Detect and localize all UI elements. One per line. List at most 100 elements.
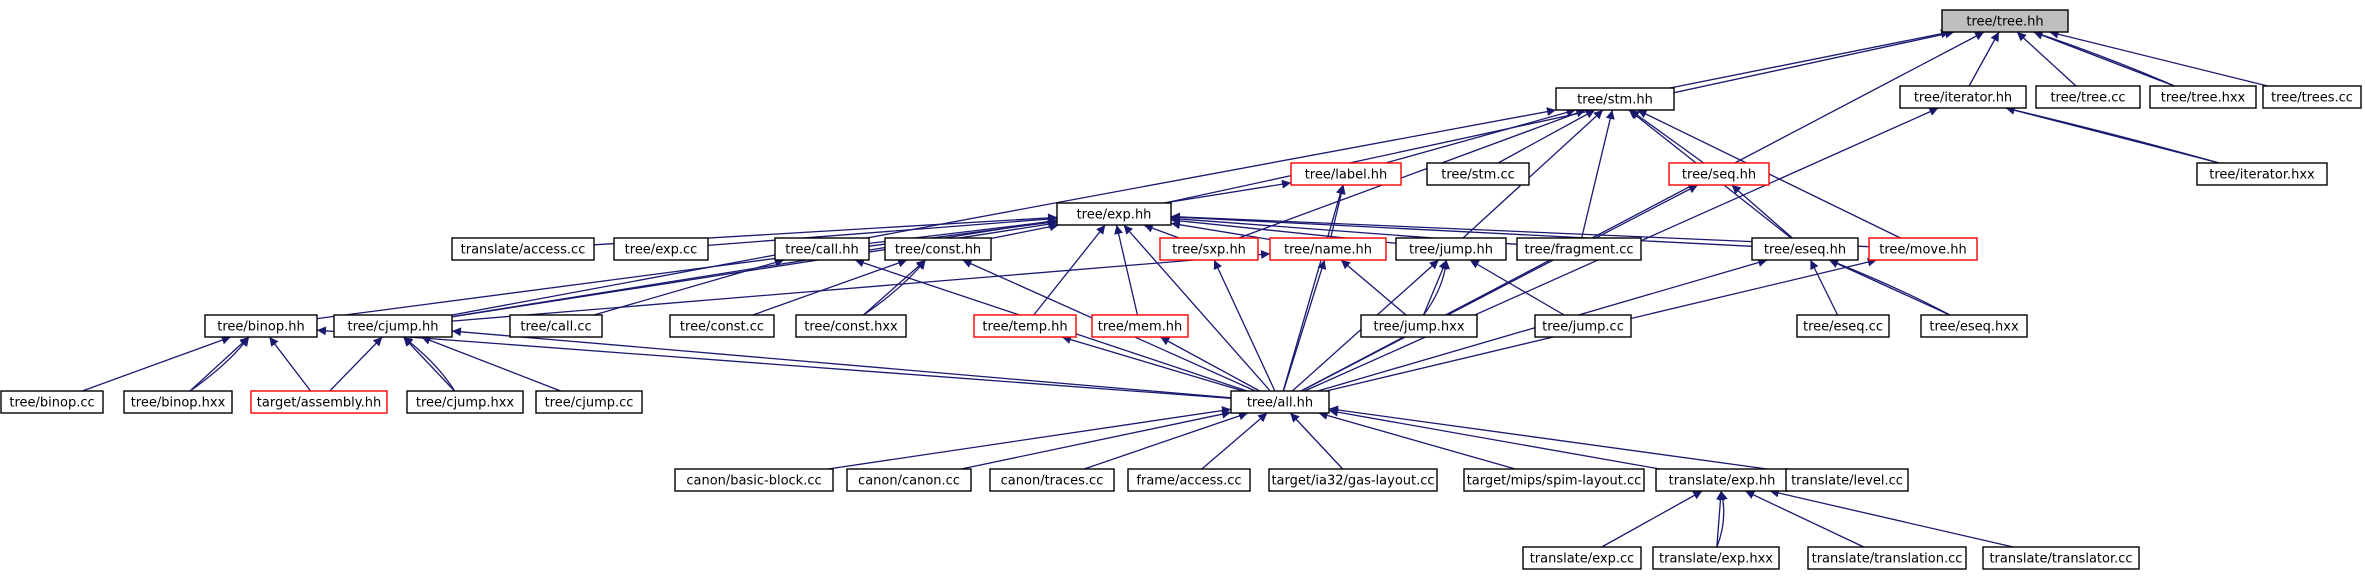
node-tree-sxp-hh[interactable]: tree/sxp.hh xyxy=(1159,237,1259,261)
node-tree-seq-hh[interactable]: tree/seq.hh xyxy=(1668,162,1770,186)
edge-tree_all_hh-to-tree_binop_hh xyxy=(316,326,1232,399)
node-label: tree/const.hh xyxy=(895,243,981,258)
node-canon-canon-cc[interactable]: canon/canon.cc xyxy=(846,468,972,492)
node-label: tree/name.hh xyxy=(1284,243,1372,258)
node-target-ia32-gas-layout-cc[interactable]: target/ia32/gas-layout.cc xyxy=(1268,468,1438,492)
node-tree-const-cc[interactable]: tree/const.cc xyxy=(669,314,775,338)
node-tree-jump-hh[interactable]: tree/jump.hh xyxy=(1395,237,1507,261)
node-tree-cjump-hh[interactable]: tree/cjump.hh xyxy=(333,314,453,338)
node-box xyxy=(884,237,992,261)
node-tree-const-hh[interactable]: tree/const.hh xyxy=(884,237,992,261)
node-label: tree/eseq.hh xyxy=(1764,243,1846,258)
edge-tree_all_hh-to-tree_name_hh xyxy=(1282,259,1327,392)
node-tree-binop-cc[interactable]: tree/binop.cc xyxy=(0,390,104,414)
node-box xyxy=(1941,9,2069,33)
node-target-mips-spim-layout-cc[interactable]: target/mips/spim-layout.cc xyxy=(1463,468,1645,492)
node-tree-move-hh[interactable]: tree/move.hh xyxy=(1868,237,1978,261)
edge-tree_iterator_hh-to-tree_tree_hh xyxy=(1968,31,2000,87)
node-box xyxy=(846,468,972,492)
node-tree-binop-hxx[interactable]: tree/binop.hxx xyxy=(123,390,233,414)
node-tree-eseq-cc[interactable]: tree/eseq.cc xyxy=(1796,314,1890,338)
node-translate-exp-hh[interactable]: translate/exp.hh xyxy=(1655,468,1789,492)
node-box xyxy=(1230,390,1330,414)
node-tree-jump-cc[interactable]: tree/jump.cc xyxy=(1534,314,1632,338)
node-label: tree/exp.hh xyxy=(1077,208,1152,223)
node-tree-name-hh[interactable]: tree/name.hh xyxy=(1269,237,1387,261)
node-label: translate/translator.cc xyxy=(1989,552,2132,567)
node-frame-access-cc[interactable]: frame/access.cc xyxy=(1127,468,1251,492)
node-tree-mem-hh[interactable]: tree/mem.hh xyxy=(1091,314,1189,338)
node-tree-call-hh[interactable]: tree/call.hh xyxy=(774,237,870,261)
node-tree-cjump-hxx[interactable]: tree/cjump.hxx xyxy=(406,390,524,414)
edge-tree_eseq_hxx-to-tree_eseq_hh xyxy=(1828,259,1951,316)
node-label: canon/traces.cc xyxy=(1001,474,1104,489)
node-target-assembly-hh[interactable]: target/assembly.hh xyxy=(250,390,388,414)
node-box xyxy=(1868,237,1978,261)
edge-tree_stm_hh-to-tree_tree_hh xyxy=(1669,29,1951,89)
node-box xyxy=(2262,85,2362,109)
node-translate-level-cc[interactable]: translate/level.cc xyxy=(1785,468,1909,492)
node-tree-tree-hxx[interactable]: tree/tree.hxx xyxy=(2149,85,2257,109)
node-box xyxy=(250,390,388,414)
node-box xyxy=(1668,162,1770,186)
node-tree-call-cc[interactable]: tree/call.cc xyxy=(509,314,603,338)
edge-tree_cjump_hxx-to-tree_cjump_hh xyxy=(403,336,456,392)
node-tree-binop-hh[interactable]: tree/binop.hh xyxy=(204,314,318,338)
node-tree-stm-cc[interactable]: tree/stm.cc xyxy=(1426,162,1530,186)
node-box xyxy=(669,314,775,338)
node-label: tree/label.hh xyxy=(1305,168,1388,183)
edge-tree_mem_hh-to-tree_exp_hh xyxy=(1114,224,1139,316)
edge-target_assembly_hh-to-tree_cjump_hh xyxy=(329,336,383,392)
node-tree-exp-hh[interactable]: tree/exp.hh xyxy=(1056,202,1172,226)
edge-tree_eseq_hh-to-tree_exp_hh xyxy=(1170,212,1753,247)
node-box xyxy=(2196,162,2328,186)
node-label: tree/const.cc xyxy=(680,320,764,335)
node-tree-temp-hh[interactable]: tree/temp.hh xyxy=(973,314,1077,338)
edge-translate_level_cc-to-tree_all_hh xyxy=(1328,405,1787,473)
node-tree-fragment-cc[interactable]: tree/fragment.cc xyxy=(1516,237,1642,261)
node-label: canon/canon.cc xyxy=(858,474,960,489)
node-label: translate/exp.cc xyxy=(1530,552,1635,567)
node-tree-label-hh[interactable]: tree/label.hh xyxy=(1290,162,1402,186)
node-tree-tree-hh[interactable]: tree/tree.hh xyxy=(1941,9,2069,33)
node-translate-exp-hxx[interactable]: translate/exp.hxx xyxy=(1652,546,1780,570)
edge-tree_iterator_hxx-to-tree_iterator_hh xyxy=(2005,105,2220,164)
node-box xyxy=(1652,546,1780,570)
node-tree-iterator-hxx[interactable]: tree/iterator.hxx xyxy=(2196,162,2328,186)
edge-tree_name_hh-to-tree_label_hh xyxy=(1330,184,1346,239)
edge-tree_name_hh-to-tree_exp_hh xyxy=(1170,220,1271,241)
edge-tree_eseq_hh-to-tree_seq_hh xyxy=(1731,184,1793,239)
node-label: tree/iterator.hxx xyxy=(2209,168,2315,183)
edge-tree_eseq_hxx-to-tree_eseq_hh xyxy=(1828,259,1951,316)
node-tree-iterator-hh[interactable]: tree/iterator.hh xyxy=(1899,85,2027,109)
edge-tree_cjump_hh-to-tree_label_hh xyxy=(451,179,1292,318)
node-box xyxy=(1268,468,1438,492)
node-translate-exp-cc[interactable]: translate/exp.cc xyxy=(1522,546,1642,570)
node-tree-eseq-hh[interactable]: tree/eseq.hh xyxy=(1751,237,1859,261)
node-tree-stm-hh[interactable]: tree/stm.hh xyxy=(1555,87,1675,111)
node-tree-all-hh[interactable]: tree/all.hh xyxy=(1230,390,1330,414)
node-box xyxy=(1395,237,1507,261)
node-label: target/ia32/gas-layout.cc xyxy=(1271,474,1434,489)
node-translate-access-cc[interactable]: translate/access.cc xyxy=(451,237,595,261)
node-tree-tree-cc[interactable]: tree/tree.cc xyxy=(2035,85,2141,109)
node-box xyxy=(451,237,595,261)
node-tree-jump-hxx[interactable]: tree/jump.hxx xyxy=(1360,314,1478,338)
node-canon-basic-block-cc[interactable]: canon/basic-block.cc xyxy=(674,468,834,492)
node-tree-trees-cc[interactable]: tree/trees.cc xyxy=(2262,85,2362,109)
node-box xyxy=(509,314,603,338)
node-tree-cjump-cc[interactable]: tree/cjump.cc xyxy=(535,390,643,414)
node-translate-translator-cc[interactable]: translate/translator.cc xyxy=(1982,546,2140,570)
node-tree-eseq-hxx[interactable]: tree/eseq.hxx xyxy=(1920,314,2028,338)
node-tree-exp-cc[interactable]: tree/exp.cc xyxy=(613,237,709,261)
edge-tree_binop_hh-to-tree_exp_hh xyxy=(316,218,1058,320)
edge-canon_canon_cc-to-tree_all_hh xyxy=(961,409,1232,470)
node-box xyxy=(1751,237,1859,261)
node-tree-const-hxx[interactable]: tree/const.hxx xyxy=(795,314,907,338)
node-box xyxy=(613,237,709,261)
node-label: tree/jump.cc xyxy=(1542,320,1624,335)
node-label: tree/exp.cc xyxy=(625,243,698,258)
node-translate-translation-cc[interactable]: translate/translation.cc xyxy=(1807,546,1967,570)
node-label: tree/binop.hh xyxy=(217,320,304,335)
node-canon-traces-cc[interactable]: canon/traces.cc xyxy=(989,468,1115,492)
